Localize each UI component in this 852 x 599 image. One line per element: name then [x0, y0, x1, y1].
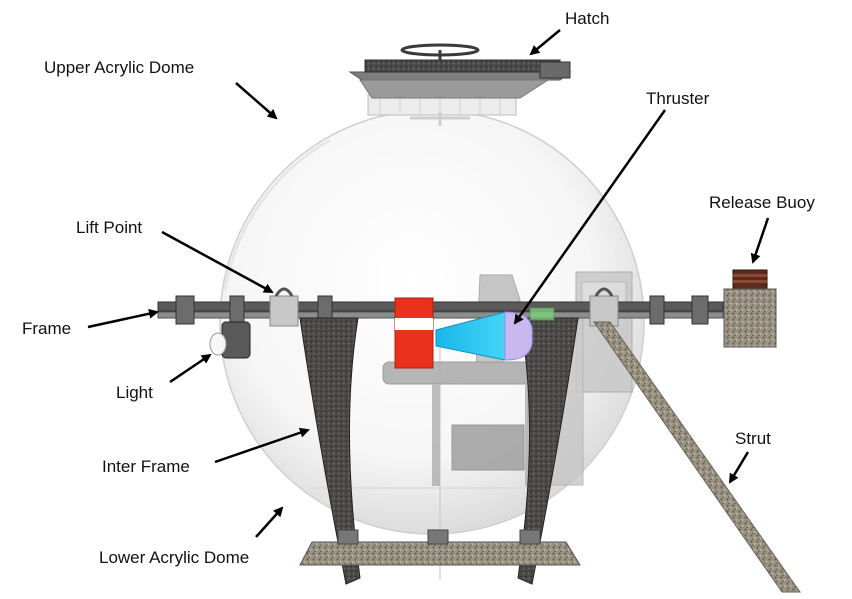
label-strut: Strut	[735, 429, 771, 448]
lift-point	[269, 287, 619, 327]
callout-arrows	[87, 29, 770, 538]
lift-point-arrow	[161, 230, 274, 294]
label-hatch: Hatch	[565, 9, 610, 28]
thruster	[435, 307, 555, 361]
strut-arrow	[728, 451, 750, 484]
label-release-buoy: Release Buoy	[709, 193, 815, 212]
label-inter-frame: Inter Frame	[102, 457, 190, 476]
release-buoy-arrow	[750, 217, 770, 264]
release-buoy	[723, 269, 777, 348]
strut	[593, 321, 801, 593]
label-light: Light	[116, 383, 153, 402]
red-ballast-block	[394, 297, 434, 369]
thruster-arrow	[513, 109, 667, 325]
light	[209, 321, 251, 359]
base-skid	[299, 529, 581, 566]
label-thruster: Thruster	[646, 89, 710, 108]
frame-arrow	[87, 308, 159, 329]
label-frame: Frame	[22, 319, 72, 338]
inter-frame	[299, 317, 579, 585]
label-upper-acrylic-dome: Upper Acrylic Dome	[44, 58, 195, 77]
inter-frame-arrow	[214, 427, 310, 464]
upper-dome-arrow	[235, 82, 278, 120]
hatch	[348, 43, 572, 126]
label-lift-point: Lift Point	[76, 218, 143, 237]
light-arrow	[169, 353, 212, 384]
lower-dome-arrow	[255, 506, 284, 538]
label-lower-acrylic-dome: Lower Acrylic Dome	[99, 548, 250, 567]
hatch-arrow	[529, 29, 561, 56]
